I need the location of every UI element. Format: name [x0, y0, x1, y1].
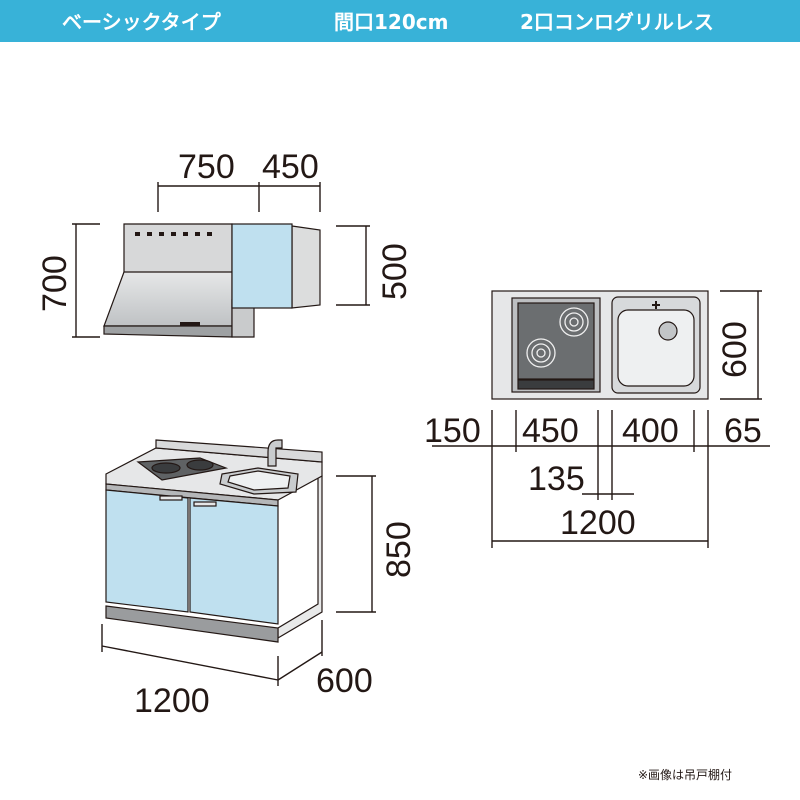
dim-base-width: 1200	[134, 682, 210, 720]
door-handle-right	[193, 501, 217, 507]
header-type: ベーシックタイプ	[62, 10, 221, 34]
base-door-right	[189, 497, 279, 625]
plan-stove-controls	[517, 379, 595, 390]
dim-hood-height: 700	[36, 255, 74, 312]
base-unit	[105, 439, 323, 643]
wall-cabinet-door	[231, 223, 293, 309]
footnote: ※画像は吊戸棚付	[638, 768, 733, 782]
base-door-left	[105, 489, 189, 613]
dim-top-depth: 600	[716, 321, 754, 378]
wall-cabinet-side	[291, 225, 321, 309]
header-width: 間口120cm	[334, 10, 449, 34]
dim-hood-width: 750	[178, 148, 235, 186]
dim-seg-stove: 450	[522, 412, 579, 450]
plan-sink-drain	[658, 321, 678, 341]
plan-sink-basin	[617, 309, 695, 387]
dim-seg-sink: 400	[622, 412, 679, 450]
plan-faucet	[652, 301, 660, 309]
hood-control-panel	[180, 322, 200, 326]
hood-vent-dots	[135, 232, 212, 236]
range-hood-body	[123, 223, 233, 276]
dimension-lines	[72, 182, 770, 686]
upper-unit	[103, 223, 321, 338]
base-side	[277, 475, 323, 640]
burner-right	[186, 459, 214, 471]
range-hood-canopy	[103, 271, 233, 327]
header-stove: 2口コンログリルレス	[520, 10, 714, 34]
plan-burner-right	[559, 307, 589, 337]
dim-seg-left: 150	[424, 412, 481, 450]
dim-base-depth: 600	[316, 662, 373, 700]
dim-seg-right: 65	[724, 412, 762, 450]
plan-stove-grate	[517, 302, 595, 380]
dim-gap: 135	[528, 460, 585, 498]
sink-basin-inner	[227, 470, 291, 491]
dim-cabinet-height: 500	[376, 243, 414, 300]
plan-burner-left	[526, 338, 556, 368]
header-banner: ベーシックタイプ 間口120cm 2口コンログリルレス	[0, 0, 800, 42]
dimension-labels: 750 450 700 500 600 150 450 400 65 135 1…	[36, 148, 762, 720]
burner-left	[151, 462, 181, 474]
plan-view	[491, 290, 709, 400]
door-handle-left	[159, 495, 183, 501]
base-plinth	[105, 605, 279, 643]
faucet	[267, 439, 283, 467]
dim-top-width: 1200	[560, 504, 636, 542]
dim-cabinet-width: 450	[262, 148, 319, 186]
range-hood-front	[103, 325, 233, 338]
dim-base-height: 850	[380, 521, 418, 578]
backsplash	[155, 439, 323, 463]
